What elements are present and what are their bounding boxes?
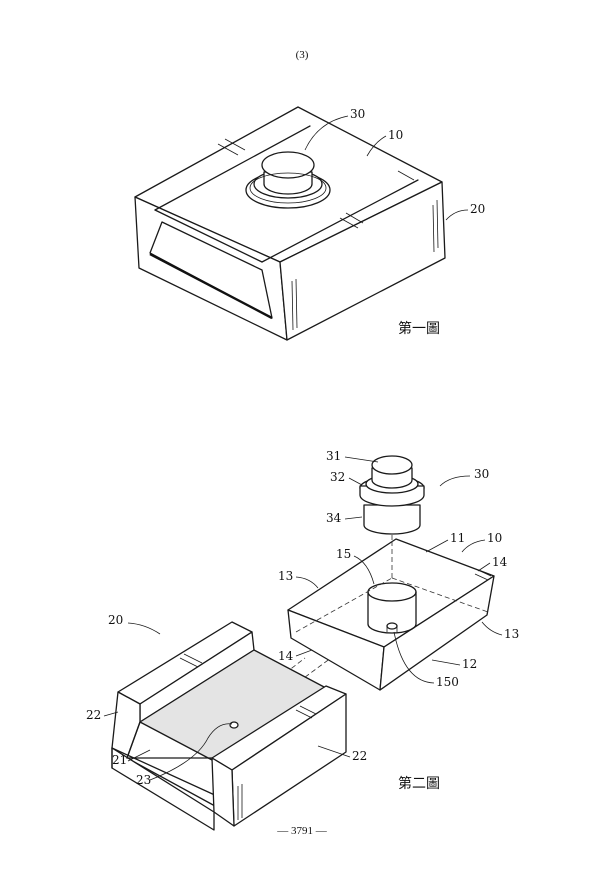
fig2-label-21: 21: [112, 753, 127, 767]
fig2-label-14-left: 14: [278, 649, 294, 663]
page-header: (3): [296, 49, 309, 61]
fig2-label-22-left: 22: [86, 708, 101, 722]
fig2-label-20: 20: [108, 613, 123, 627]
fig2-label-11: 11: [450, 531, 465, 545]
fig2-label-13-left: 13: [278, 569, 293, 583]
fig2-label-15: 15: [336, 547, 351, 561]
figure-1: 30 10 20 第一圖: [135, 107, 485, 340]
fig2-label-22-right: 22: [352, 749, 367, 763]
fig2-label-14-right: 14: [492, 555, 508, 569]
fig2-label-30: 30: [474, 467, 489, 481]
fig2-label-31: 31: [326, 449, 341, 463]
fig2-label-13-right: 13: [504, 627, 519, 641]
page-footer: — 3791 —: [276, 825, 328, 837]
fig2-label-150: 150: [436, 675, 459, 689]
fig1-label-20: 20: [470, 202, 485, 216]
fig2-base: [112, 622, 346, 830]
fig2-label-10: 10: [487, 531, 502, 545]
fig2-label-12: 12: [462, 657, 477, 671]
fig2-knob-stem: [364, 505, 420, 534]
fig2-label-32: 32: [330, 470, 345, 484]
figure-2: 31 32 34 30 11 10 14 13 13 15 14 12 150 …: [86, 449, 519, 830]
fig2-label-23: 23: [136, 773, 151, 787]
fig1-label-10: 10: [388, 128, 403, 142]
fig1-caption: 第一圖: [398, 320, 440, 337]
fig2-caption: 第二圖: [398, 775, 440, 792]
fig2-label-34: 34: [326, 511, 342, 525]
fig2-knob-assembly: [360, 456, 424, 534]
fig1-label-30: 30: [350, 107, 365, 121]
